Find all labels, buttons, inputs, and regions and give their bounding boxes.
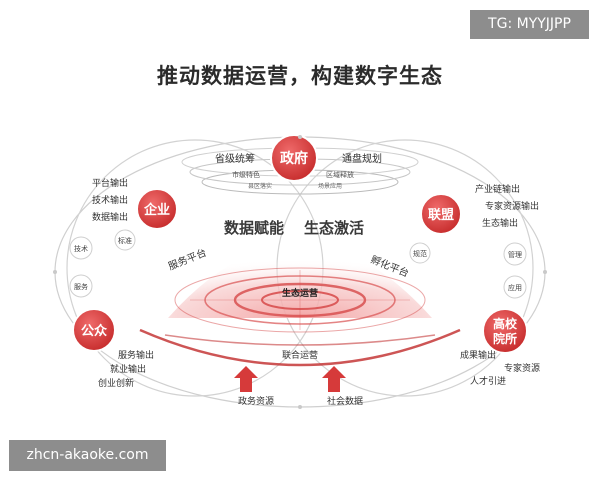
alliance-output-industry: 产业链输出	[475, 183, 520, 195]
node-enterprise-label: 企业	[143, 202, 170, 218]
svg-text:技术: 技术	[74, 244, 88, 253]
alliance-output-ecosystem: 生态输出	[482, 217, 518, 229]
tag-apply: 应用	[503, 275, 527, 299]
page-title: 推动数据运营，构建数字生态	[157, 64, 443, 88]
social-data-arrow: 社会数据	[322, 366, 363, 407]
public-output-employment: 就业输出	[110, 363, 146, 375]
svg-text:管理: 管理	[508, 250, 522, 259]
university-output-experts: 专家资源	[504, 362, 540, 374]
gov-label-district: 区域释放	[326, 170, 354, 179]
node-university: 高校 院所	[482, 308, 528, 354]
bottom-swoosh	[139, 328, 461, 367]
svg-text:规范: 规范	[413, 249, 427, 258]
center-activate: 生态激活	[304, 219, 364, 237]
svg-text:服务: 服务	[74, 282, 88, 291]
enterprise-output-platform: 平台输出	[92, 177, 128, 189]
node-alliance-label: 联盟	[428, 207, 454, 223]
service-platform-label: 服务平台	[166, 246, 208, 273]
ring-dots	[53, 135, 547, 409]
core-platform	[174, 267, 426, 333]
center-empower: 数据赋能	[224, 219, 284, 237]
joint-operation-label: 联合运营	[282, 349, 318, 361]
university-output-results: 成果输出	[460, 349, 496, 361]
node-university-label-2: 院所	[493, 331, 517, 346]
tag-service: 服务	[69, 274, 93, 298]
enterprise-output-data: 数据输出	[92, 211, 128, 223]
core-operation-label: 生态运营	[282, 287, 318, 299]
node-public: 公众	[72, 308, 116, 352]
node-alliance: 联盟	[420, 193, 462, 235]
tag-standard: 标准	[114, 229, 136, 251]
tag-norm: 规范	[409, 242, 431, 264]
node-university-label-1: 高校	[493, 316, 518, 331]
watermark-bottom: zhcn-akaoke.com	[9, 440, 166, 471]
gov-resources-label: 政务资源	[238, 395, 274, 407]
gov-label-scene: 场景应用	[318, 182, 342, 190]
node-enterprise: 企业	[136, 188, 178, 230]
node-gov: 政府	[270, 134, 318, 182]
gov-label-city: 市级特色	[232, 170, 260, 179]
alliance-output-expert: 专家资源输出	[485, 200, 539, 212]
watermark-top: TG: MYYJJPP	[470, 10, 589, 39]
tag-tech: 技术	[69, 236, 93, 260]
inner-swoosh	[164, 334, 436, 346]
social-data-label: 社会数据	[327, 395, 363, 407]
tag-manage: 管理	[503, 242, 527, 266]
node-gov-label: 政府	[280, 150, 308, 167]
node-public-label: 公众	[81, 323, 107, 339]
public-output-service: 服务输出	[118, 349, 154, 361]
public-output-startup: 创业创新	[98, 377, 134, 389]
svg-text:标准: 标准	[118, 236, 132, 245]
gov-label-overall: 通盘规划	[342, 152, 382, 165]
gov-label-provincial: 省级统筹	[215, 152, 255, 165]
gov-label-county: 县区落实	[248, 182, 272, 190]
svg-text:应用: 应用	[508, 283, 522, 292]
university-output-talent: 人才引进	[470, 375, 506, 387]
enterprise-output-tech: 技术输出	[92, 194, 128, 206]
gov-resources-arrow: 政务资源	[234, 366, 274, 407]
